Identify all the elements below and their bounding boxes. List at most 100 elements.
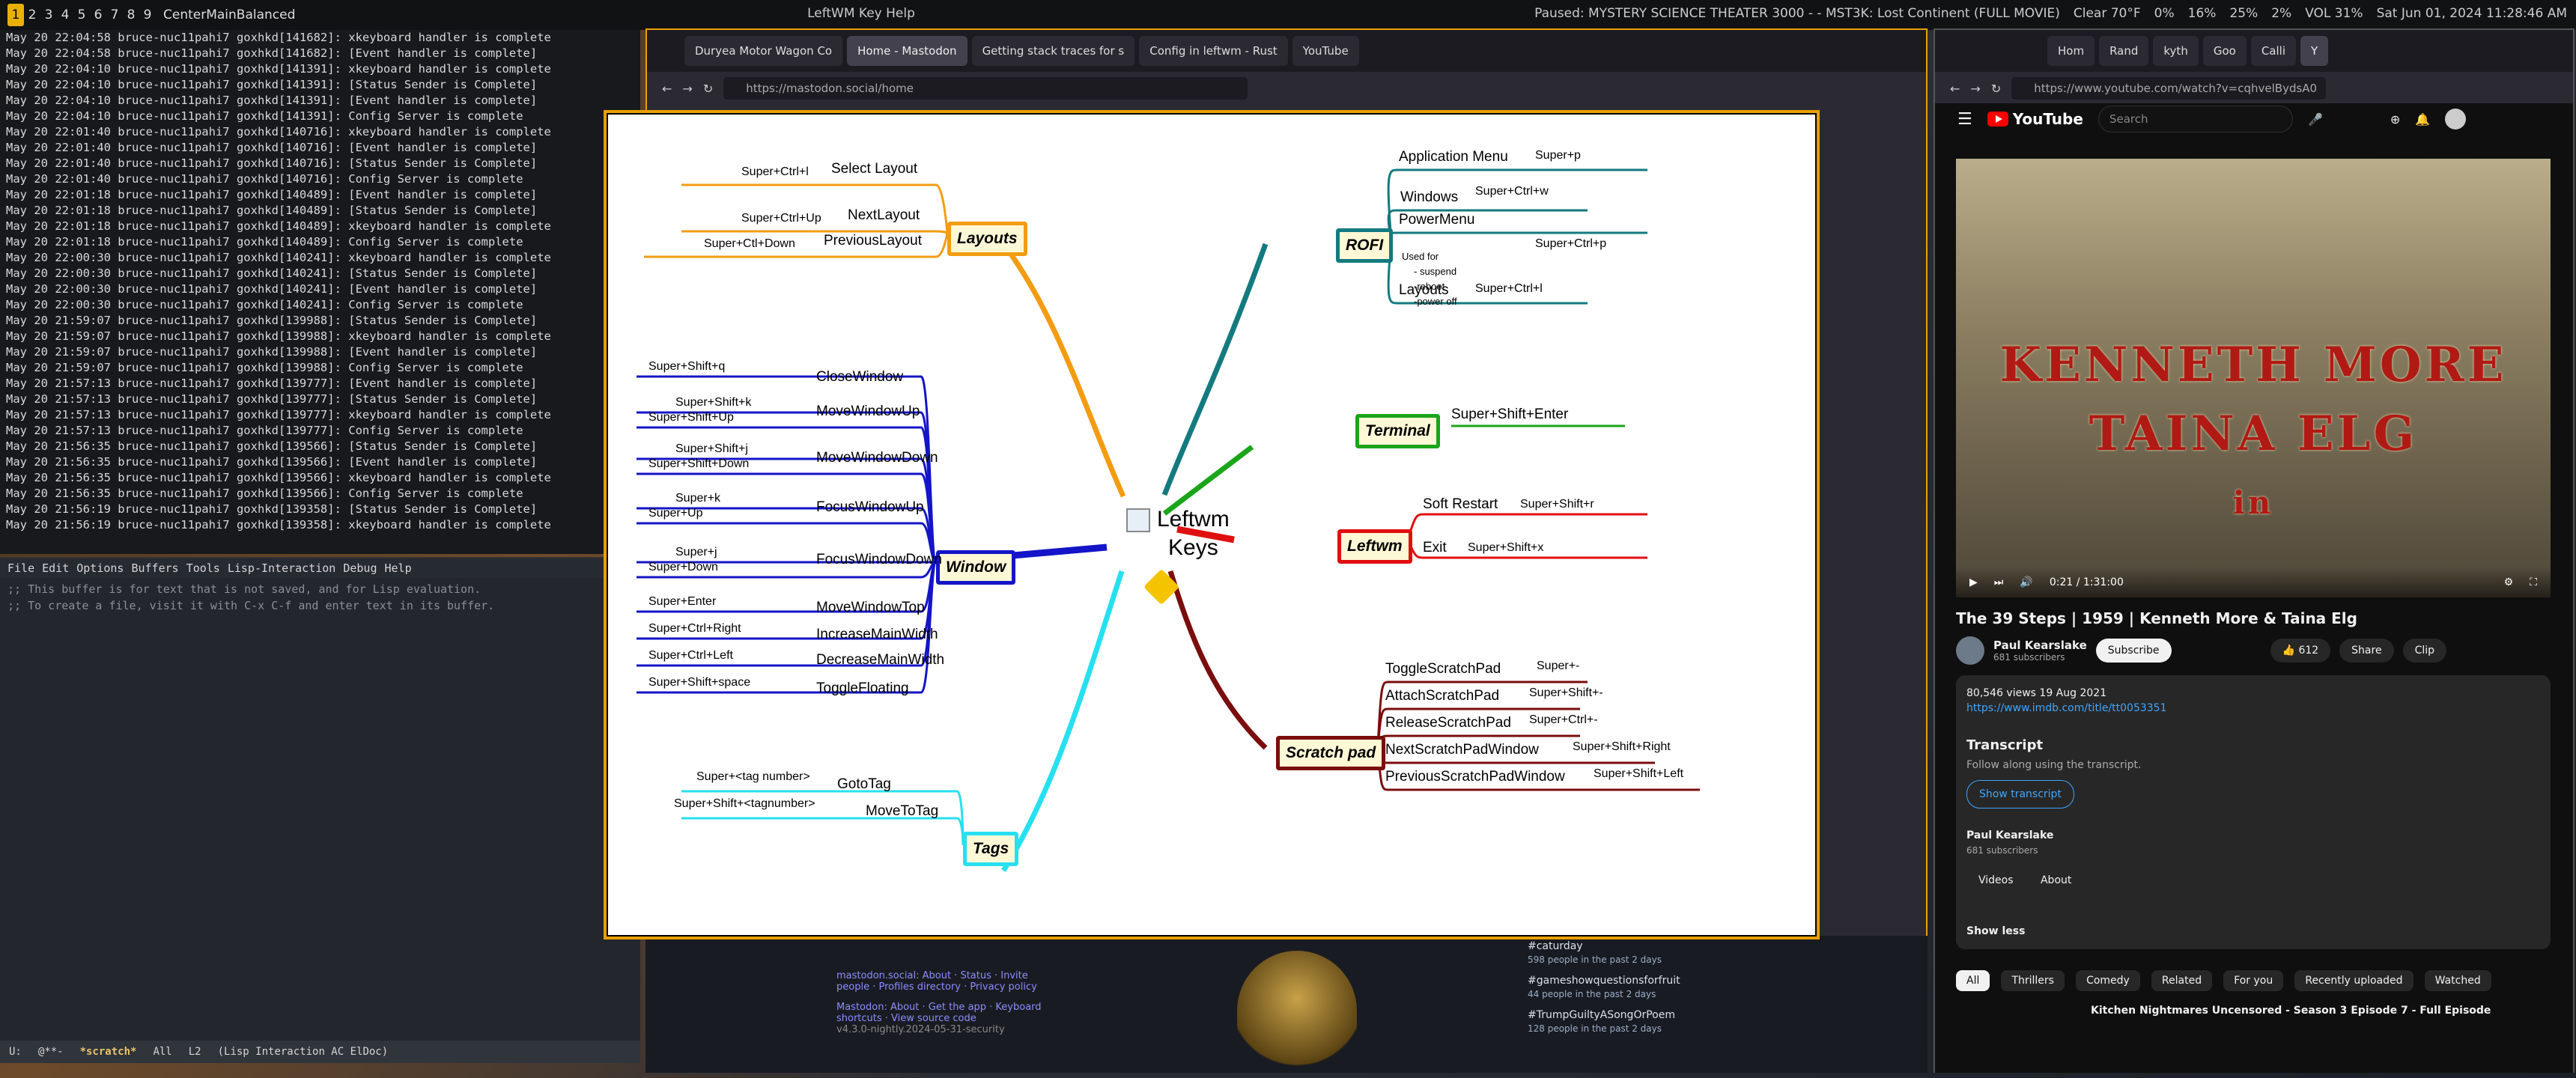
chip-recently-uploaded[interactable]: Recently uploaded: [2294, 970, 2414, 991]
emacs-menu-tools[interactable]: Tools: [186, 561, 220, 575]
battery: 25%: [2229, 6, 2258, 21]
about-button[interactable]: About: [2028, 867, 2084, 894]
desc-channel-name[interactable]: Paul Kearslake: [1966, 829, 2054, 841]
avatar[interactable]: [2445, 109, 2467, 130]
settings-icon[interactable]: ⚙: [2503, 576, 2514, 588]
log-line: May 20 22:04:10 bruce-nuc11pahi7 goxhkd[…: [6, 62, 551, 76]
topic-window: Window: [936, 550, 1016, 585]
create-icon[interactable]: ⊕: [2390, 112, 2401, 127]
tab-calli[interactable]: Calli: [2250, 36, 2296, 66]
chip-related[interactable]: Related: [2151, 970, 2213, 991]
next-icon[interactable]: ⏭: [1993, 576, 2004, 588]
scratch-action: NextScratchPadWindow: [1385, 742, 1539, 758]
tab-yt[interactable]: Y: [2300, 36, 2329, 66]
chip-comedy[interactable]: Comedy: [2076, 970, 2140, 991]
share-button[interactable]: Share: [2339, 639, 2394, 663]
like-button[interactable]: 👍 612: [2270, 639, 2331, 663]
log-line: May 20 22:00:30 bruce-nuc11pahi7 goxhkd[…: [6, 282, 538, 296]
play-icon[interactable]: ▶: [1969, 576, 1978, 588]
video-player[interactable]: KENNETH MORE TAINA ELG in ▶ ⏭ 🔊 0:21 / 1…: [1956, 159, 2551, 597]
imdb-link[interactable]: https://www.imdb.com/title/tt0053351: [1966, 702, 2167, 714]
log-line: May 20 22:01:18 bruce-nuc11pahi7 goxhkd[…: [6, 219, 551, 233]
tab-mastodon[interactable]: Home - Mastodon: [847, 36, 967, 66]
power-note-line: -reboot: [1414, 281, 1445, 292]
emacs-scratch-buffer[interactable]: ;; This buffer is for text that is not s…: [0, 578, 640, 617]
subscribe-button[interactable]: Subscribe: [2095, 639, 2172, 663]
layout-name[interactable]: CenterMainBalanced: [163, 7, 296, 22]
reload-icon[interactable]: ↻: [1990, 81, 2002, 96]
back-icon[interactable]: ←: [1950, 81, 1960, 96]
reload-icon[interactable]: ↻: [702, 81, 714, 96]
chip-thrillers[interactable]: Thrillers: [2001, 970, 2065, 991]
menu-icon[interactable]: ☰: [1957, 109, 1972, 129]
window-key: Super+j: [675, 546, 717, 558]
emacs-menu-buffers[interactable]: Buffers: [131, 561, 179, 575]
channel-name[interactable]: Paul Kearslake: [1993, 639, 2087, 652]
workspace-8[interactable]: 8: [127, 7, 136, 22]
next-video-title[interactable]: Kitchen Nightmares Uncensored - Season 3…: [2091, 1005, 2491, 1017]
emacs-menu-options[interactable]: Options: [76, 561, 124, 575]
forward-icon[interactable]: →: [1970, 81, 1981, 96]
tab-google[interactable]: Goo: [2202, 36, 2247, 66]
videos-button[interactable]: Videos: [1966, 867, 2026, 894]
workspace-2[interactable]: 2: [28, 7, 37, 22]
forward-icon[interactable]: →: [682, 81, 693, 96]
show-transcript-button[interactable]: Show transcript: [1966, 780, 2074, 808]
leftwm-key: Super+Shift+r: [1520, 498, 1594, 511]
rofi-key: Super+p: [1535, 149, 1581, 162]
tab-duryea[interactable]: Duryea Motor Wagon Co: [684, 36, 843, 66]
back-icon[interactable]: ←: [662, 81, 672, 96]
window-key: Super+Shift+k: [675, 396, 752, 409]
emacs-menu-help[interactable]: Help: [384, 561, 412, 575]
volume-icon[interactable]: 🔊: [2020, 576, 2033, 588]
log-line: May 20 21:57:13 bruce-nuc11pahi7 goxhkd[…: [6, 424, 523, 437]
chip-all[interactable]: All: [1956, 970, 1990, 991]
tab-random[interactable]: Rand: [2099, 36, 2149, 66]
tab-leftwm-config[interactable]: Config in leftwm - Rust: [1139, 36, 1288, 66]
tab-stack-traces[interactable]: Getting stack traces for s: [971, 36, 1135, 66]
tab-home[interactable]: Hom: [2047, 36, 2095, 66]
url-input[interactable]: https://www.youtube.com/watch?v=cqhvelBy…: [2011, 77, 2327, 100]
workspace-1[interactable]: 1: [7, 4, 24, 26]
chip-for-you[interactable]: For you: [2223, 970, 2284, 991]
workspace-3[interactable]: 3: [44, 7, 53, 22]
description-box[interactable]: 80,546 views 19 Aug 2021 https://www.imd…: [1956, 675, 2551, 949]
workspace-7[interactable]: 7: [110, 7, 119, 22]
rofi-action: Application Menu: [1399, 149, 1508, 165]
tab-youtube[interactable]: YouTube: [1292, 36, 1359, 66]
url-input[interactable]: https://mastodon.social/home: [723, 77, 1248, 100]
emacs-menu-file[interactable]: File: [7, 561, 35, 575]
emacs-menu-lisp-interaction[interactable]: Lisp-Interaction: [227, 561, 336, 575]
show-less-button[interactable]: Show less: [1966, 925, 2026, 937]
emacs-menu-edit[interactable]: Edit: [42, 561, 70, 575]
bell-icon[interactable]: 🔔: [2415, 112, 2431, 127]
disk-usage: 2%: [2271, 6, 2292, 21]
mic-icon[interactable]: 🎤: [2307, 112, 2323, 127]
emacs-window[interactable]: File Edit Options Buffers Tools Lisp-Interact…: [0, 557, 640, 1063]
leftwm-key: Super+Shift+x: [1468, 541, 1544, 554]
workspace-5[interactable]: 5: [77, 7, 86, 22]
clip-button[interactable]: Clip: [2402, 639, 2447, 663]
tag-action: GotoTag: [837, 776, 891, 792]
workspace-6[interactable]: 6: [94, 7, 103, 22]
search-input[interactable]: Search: [2097, 106, 2293, 133]
chip-watched[interactable]: Watched: [2424, 970, 2491, 991]
footer-links-2[interactable]: Mastodon: About · Get the app · Keyboard…: [836, 1002, 1042, 1024]
youtube-logo[interactable]: YouTube: [1987, 110, 2083, 128]
workspace-9[interactable]: 9: [143, 7, 152, 22]
fullscreen-icon[interactable]: ⛶: [2530, 576, 2537, 588]
tab-kyth[interactable]: kyth: [2153, 36, 2199, 66]
emacs-menu-debug[interactable]: Debug: [343, 561, 377, 575]
terminal-window[interactable]: May 20 22:04:58 bruce-nuc11pahi7 goxhkd[…: [0, 30, 640, 554]
layout-action: Select Layout: [831, 161, 918, 177]
volume[interactable]: VOL 31%: [2305, 6, 2363, 21]
media-status[interactable]: Paused: MYSTERY SCIENCE THEATER 3000 - -…: [1534, 6, 2060, 21]
window-key: Super+Shift+space: [648, 676, 751, 689]
channel-avatar[interactable]: [1956, 636, 1984, 665]
footer-links-1[interactable]: mastodon.social: About · Status · Invite…: [836, 970, 1037, 993]
workspace-4[interactable]: 4: [61, 7, 70, 22]
